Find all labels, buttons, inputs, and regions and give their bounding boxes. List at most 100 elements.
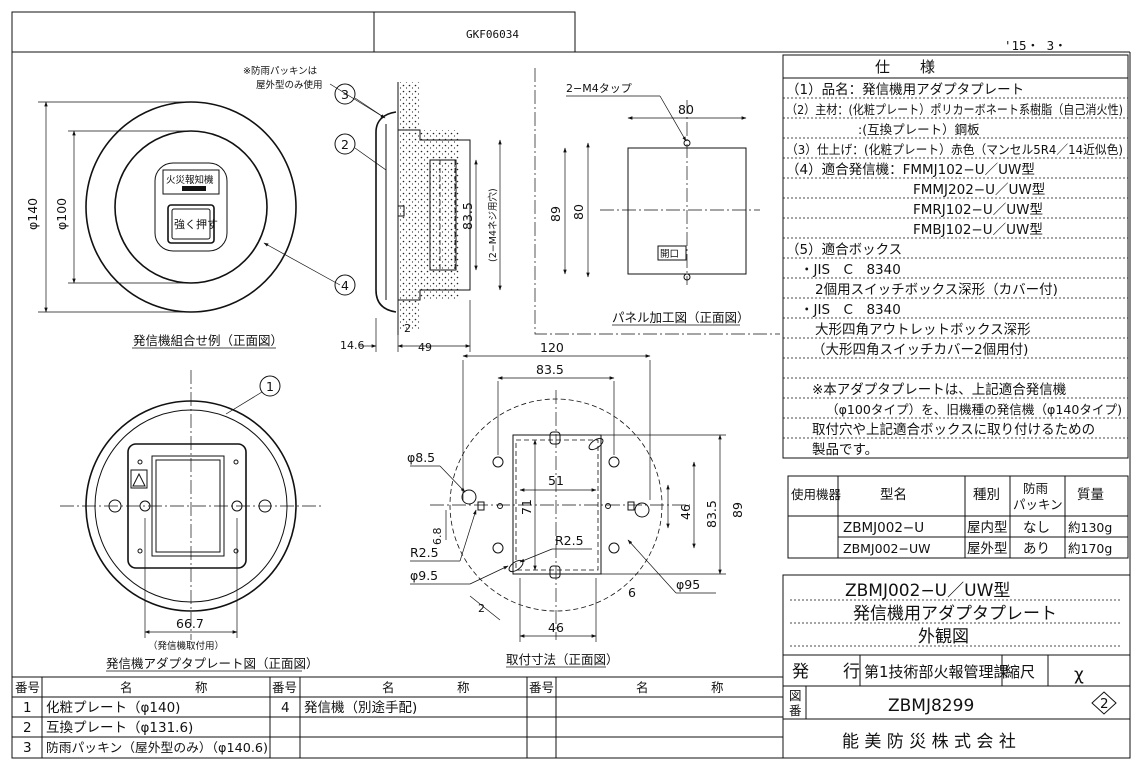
- model-header: 型名: [880, 487, 907, 503]
- parts-header: 番号: [15, 680, 40, 695]
- parts-no: 1: [23, 700, 32, 716]
- model-header: 質量: [1077, 487, 1104, 503]
- model-cell: 屋内型: [967, 520, 1008, 536]
- spec-line: 大形四角アウトレットボックス深形: [815, 322, 1031, 338]
- parts-no: 4: [281, 700, 290, 716]
- dim-d95b: φ95: [676, 577, 700, 592]
- spec-line: （4）適合発信機：FMMJ102−U／UW型: [786, 161, 1035, 178]
- dim-d146: 14.6: [340, 339, 365, 352]
- mount-caption: 取付寸法（正面図）: [506, 652, 619, 667]
- callout-1: 1: [225, 375, 281, 415]
- header-date: '15・ 3・: [1004, 38, 1067, 53]
- note-line: 屋外型のみ使用: [256, 79, 323, 91]
- svg-text:1: 1: [266, 379, 274, 394]
- parts-name: 互換プレート（φ131.6): [46, 720, 193, 736]
- panel-caption: パネル加工図（正面図）: [612, 310, 750, 325]
- dim-d89a: 89: [548, 206, 563, 222]
- note-line: ※防雨パッキンは: [243, 65, 318, 77]
- title-view: 外観図: [918, 627, 969, 647]
- model-cell: 約170g: [1068, 541, 1112, 556]
- dim-r25a: R2.5: [410, 545, 439, 560]
- drawing-no-label: 図: [789, 688, 802, 703]
- dim-d835c: 83.5: [704, 500, 719, 528]
- push-label: 強く押す: [174, 217, 218, 231]
- dim-d46b: 46: [548, 620, 564, 635]
- svg-text:4: 4: [341, 278, 349, 293]
- svg-text:3: 3: [341, 87, 349, 102]
- title-block: ZBMJ002−U／UW型 発信機用アダプタプレート 外観図 発 行 第1技術部…: [782, 574, 1131, 759]
- dim-d2b: 2: [478, 602, 485, 615]
- model-table: 使用機器 型名 種別 防雨 パッキン 質量 ZBMJ002−U 屋内型 なし 約…: [787, 475, 1129, 559]
- model-cell: なし: [1023, 520, 1050, 536]
- spec-line: 取付穴や上記適合ボックスに取り付けるための: [812, 421, 1095, 438]
- header-code: GKF06034: [466, 28, 519, 41]
- dim-d95: φ9.5: [410, 568, 438, 583]
- spec-line: （3）仕上げ：(化粧プレート）赤色（マンセル5R4／14近似色): [786, 142, 1123, 157]
- dim-d100: φ100: [54, 198, 69, 230]
- scale-value: χ: [1074, 665, 1084, 685]
- company-name: 能 美 防 災 株 式 会 社: [842, 732, 1016, 752]
- spec-line: （5）適合ボックス: [786, 241, 902, 258]
- spec-line: （2）主材：(化粧プレート）ポリカーボネート系樹脂（自己消火性): [786, 102, 1123, 117]
- issuer: 第1技術部火報管理課: [864, 663, 1009, 681]
- spec-line: FMMJ202−U／UW型: [913, 182, 1045, 198]
- model-header: 種別: [973, 487, 1000, 503]
- dim-d49: 49: [418, 341, 432, 354]
- dim-r25b: R2.5: [555, 533, 584, 548]
- dim-d71: 71: [519, 499, 534, 515]
- spec-line: FMRJ102−U／UW型: [913, 202, 1043, 218]
- model-cell: 約130g: [1068, 520, 1112, 535]
- dim-d89b: 89: [730, 502, 745, 518]
- parts-header: 名 称: [120, 680, 208, 695]
- model-cell: ZBMJ002−U: [843, 520, 924, 536]
- alarm-label: 火災報知機: [166, 174, 214, 186]
- parts-table: 番号 名 称 番号 名 称 番号 名 称 1 化粧プレート（φ140) 2 互換…: [11, 676, 784, 759]
- callout-2: 2: [334, 133, 387, 171]
- parts-header: 名 称: [636, 680, 724, 695]
- m4-label: (2−M4ネジ用穴): [487, 188, 499, 262]
- header: GKF06034 '15・ 3・: [11, 11, 1131, 758]
- tap-label: 2−M4タップ: [566, 82, 632, 95]
- parts-name: 防雨パッキン（屋外型のみ）（φ140.6): [46, 740, 268, 755]
- parts-name: 化粧プレート（φ140): [46, 700, 180, 716]
- parts-header: 番号: [529, 680, 554, 695]
- spec-line: （大形四角スイッチカバー2個用付): [812, 342, 1028, 358]
- revision-mark: 2: [1091, 691, 1117, 715]
- dim-d835b: 83.5: [536, 362, 564, 377]
- parts-name: 発信機（別途手配): [304, 699, 417, 716]
- model-cell: 屋外型: [967, 541, 1008, 557]
- dim-d80b: 80: [571, 204, 586, 220]
- spec-line: :(互換プレート）鋼板: [858, 122, 980, 137]
- model-header: 使用機器: [791, 487, 842, 502]
- panel-cut-view: 開口 2−M4タップ 80 89 80 パネル加工図（正面図）: [534, 68, 780, 335]
- drawing-no-label: 番: [789, 703, 802, 718]
- model-cell: あり: [1023, 541, 1050, 557]
- model-header: パッキン: [1013, 497, 1063, 512]
- parts-no: 2: [23, 720, 32, 736]
- side-section-view: ※防雨パッキンは 屋外型のみ使用 83.5 (2−M4ネジ用穴) 14.6 49…: [243, 65, 502, 354]
- dim-d80a: 80: [678, 102, 694, 117]
- dim-d120: 120: [540, 340, 564, 355]
- parts-no: 3: [23, 740, 32, 756]
- dim-d140: φ140: [25, 198, 40, 230]
- model-cell: ZBMJ002−UW: [843, 541, 930, 556]
- dim-d2: 2: [404, 322, 411, 335]
- callout-3: 3: [334, 83, 383, 117]
- drawing-no: ZBMJ8299: [888, 696, 974, 716]
- title-name: 発信機用アダプタプレート: [853, 604, 1057, 624]
- spec-line: ・JIS C 8340: [800, 262, 901, 278]
- spec-line: ・JIS C 8340: [800, 302, 901, 318]
- parts-header: 名 称: [382, 680, 470, 695]
- spec-line: （1）品名：発信機用アダプタプレート: [786, 82, 1024, 98]
- parts-header: 番号: [272, 680, 297, 695]
- callout-4: 4: [334, 274, 356, 296]
- spec-line: ※本アダプタプレートは、上記適合発信機: [812, 381, 1067, 398]
- scale-label: 縮尺: [1005, 663, 1035, 681]
- title-model: ZBMJ002−U／UW型: [845, 581, 1010, 601]
- spec-line: 2個用スイッチボックス深形（カバー付): [815, 282, 1058, 298]
- dim-d85: φ8.5: [407, 450, 435, 465]
- dim-d46a: 46: [678, 504, 693, 520]
- spec-title: 仕 様: [875, 58, 935, 76]
- model-header: 防雨: [1023, 481, 1048, 496]
